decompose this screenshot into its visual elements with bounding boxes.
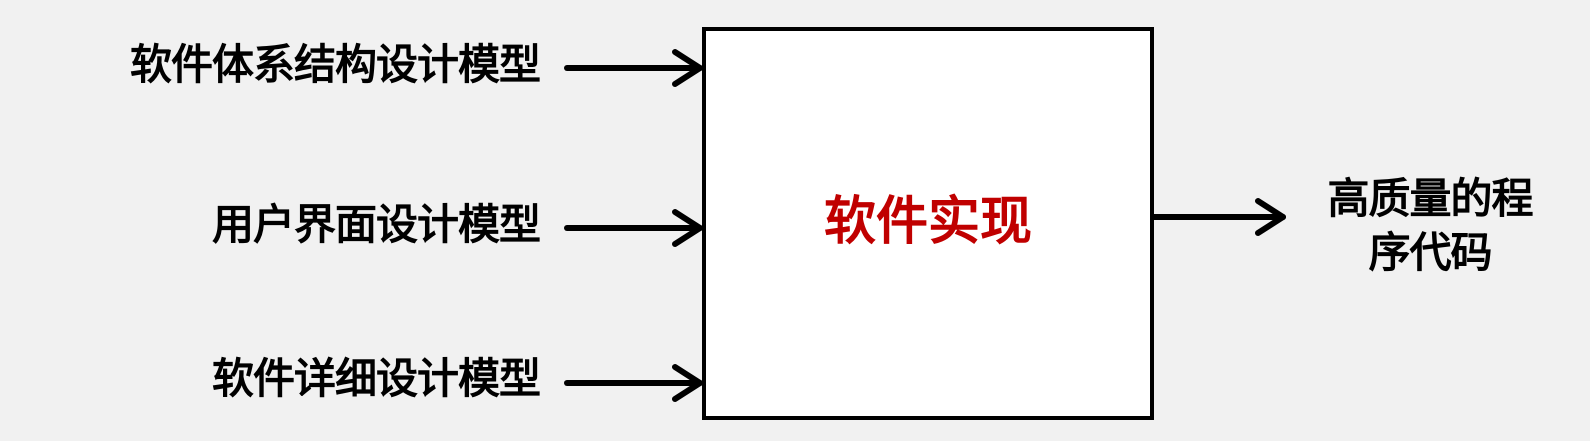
process-box: 软件实现 <box>702 27 1154 420</box>
input-ui-model: 用户界面设计模型 <box>211 200 541 249</box>
output-label-line1: 高质量的程 <box>1327 174 1533 223</box>
output-label-line2: 序代码 <box>1368 228 1492 277</box>
process-label: 软件实现 <box>823 192 1032 252</box>
input-architecture-model: 软件体系结构设计模型 <box>129 40 541 89</box>
input-detailed-model: 软件详细设计模型 <box>211 354 541 403</box>
output-label: 高质量的程 序代码 <box>1290 172 1570 280</box>
